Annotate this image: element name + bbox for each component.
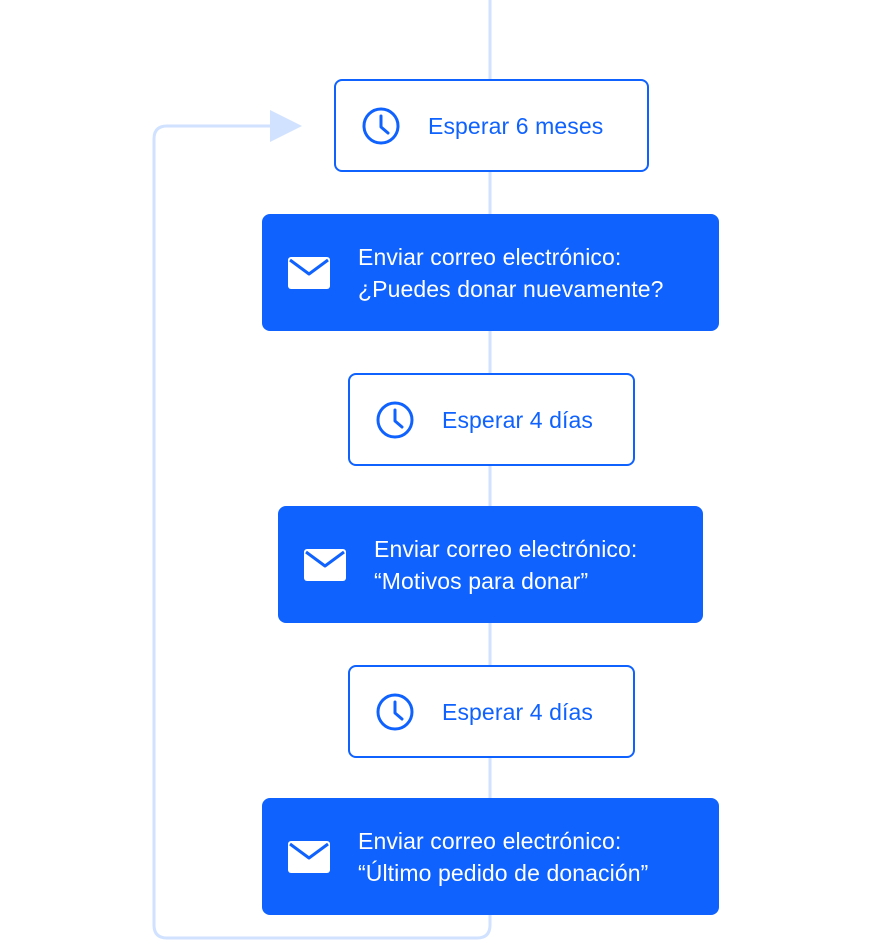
email-step-donate-again[interactable]: Enviar correo electrónico: ¿Puedes donar… bbox=[262, 214, 719, 331]
email-step-action: Enviar correo electrónico: bbox=[358, 827, 622, 854]
email-step-subject: “Último pedido de donación” bbox=[358, 859, 649, 886]
loop-arrow-head bbox=[270, 110, 302, 142]
email-step-action: Enviar correo electrónico: bbox=[358, 243, 622, 270]
email-step-label: Enviar correo electrónico: “Motivos para… bbox=[374, 533, 637, 597]
wait-step-label: Esperar 4 días bbox=[442, 698, 593, 725]
email-step-label: Enviar correo electrónico: ¿Puedes donar… bbox=[358, 241, 664, 305]
clock-icon bbox=[376, 401, 414, 438]
email-step-action: Enviar correo electrónico: bbox=[374, 535, 638, 562]
clock-icon bbox=[376, 693, 414, 730]
email-step-label: Enviar correo electrónico: “Último pedid… bbox=[358, 825, 648, 889]
wait-step-4-days[interactable]: Esperar 4 días bbox=[348, 373, 635, 466]
email-step-subject: ¿Puedes donar nuevamente? bbox=[358, 275, 664, 302]
wait-step-label: Esperar 4 días bbox=[442, 406, 593, 433]
email-step-subject: “Motivos para donar” bbox=[374, 567, 589, 594]
wait-step-6-months[interactable]: Esperar 6 meses bbox=[334, 79, 649, 172]
wait-step-label: Esperar 6 meses bbox=[428, 112, 604, 139]
clock-icon bbox=[362, 107, 400, 144]
email-step-last-request[interactable]: Enviar correo electrónico: “Último pedid… bbox=[262, 798, 719, 915]
envelope-icon bbox=[288, 840, 330, 873]
wait-step-4-days[interactable]: Esperar 4 días bbox=[348, 665, 635, 758]
email-step-reasons-to-donate[interactable]: Enviar correo electrónico: “Motivos para… bbox=[278, 506, 703, 623]
envelope-icon bbox=[304, 548, 346, 581]
loop-back-connector bbox=[152, 124, 492, 940]
envelope-icon bbox=[288, 256, 330, 289]
